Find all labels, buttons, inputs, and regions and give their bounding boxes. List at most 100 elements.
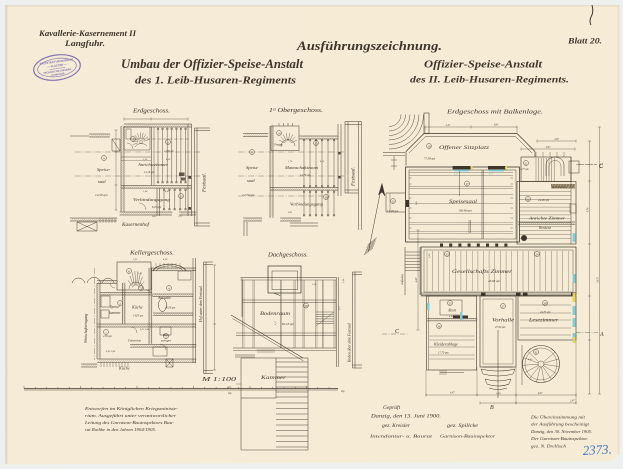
svg-text:mp: mp [341, 390, 345, 393]
svg-text:Küche: Küche [131, 305, 143, 310]
svg-text:16: 16 [325, 195, 329, 199]
svg-text:6: 6 [128, 269, 130, 273]
svg-text:16,50 qm: 16,50 qm [165, 307, 175, 310]
svg-text:Danzig, den 13. Juni 1900.: Danzig, den 13. Juni 1900. [370, 415, 441, 420]
svg-text:10: 10 [132, 137, 136, 141]
svg-text:13: 13 [180, 194, 184, 198]
svg-text:rium. Ausgeführt unter verant: rium. Ausgeführt unter verantwortlicher [85, 413, 176, 418]
svg-text:Boden über dem Festsaal: Boden über dem Festsaal [348, 323, 352, 362]
svg-text:4,05: 4,05 [528, 358, 533, 361]
svg-text:26: 26 [438, 324, 442, 328]
svg-text:2,27: 2,27 [178, 215, 183, 218]
svg-text:4,47: 4,47 [415, 277, 418, 282]
svg-text:Wirtschaftseingang: Wirtschaftseingang [84, 314, 88, 343]
svg-text:Erdgeschoss mit Balkenlage.: Erdgeschoss mit Balkenlage. [446, 109, 544, 116]
svg-text:Der Garnison-Bauinspektor.: Der Garnison-Bauinspektor. [530, 436, 588, 441]
svg-text:21: 21 [525, 161, 529, 165]
svg-text:Umbau der Offizier-Speise-Anst: Umbau der Offizier-Speise-Anstalt [121, 56, 303, 71]
svg-text:2,57: 2,57 [274, 320, 277, 325]
svg-text:Kasernenhof: Kasernenhof [121, 223, 150, 228]
svg-text:HANNOVER: HANNOVER [51, 72, 65, 77]
svg-text:Verbindungsgang: Verbindungsgang [290, 202, 323, 207]
svg-text:der Ausführung bescheinigt: der Ausführung bescheinigt [531, 422, 590, 427]
svg-text:kammer: kammer [109, 311, 121, 315]
svg-text:Garnison-Bauinspektor: Garnison-Bauinspektor [440, 434, 496, 439]
svg-text:31: 31 [535, 350, 539, 354]
svg-text:Entworfen im Königlichen Krieg: Entworfen im Königlichen Kriegsministe- [84, 406, 179, 411]
svg-text:Ausführungszeichnung.: Ausführungszeichnung. [296, 38, 442, 53]
svg-text:8: 8 [251, 150, 253, 154]
svg-text:22: 22 [527, 197, 531, 201]
svg-text:saal: saal [247, 178, 255, 183]
svg-text:Kredenz: Kredenz [538, 226, 551, 230]
svg-text:11: 11 [167, 140, 170, 144]
svg-text:1,05: 1,05 [133, 258, 138, 261]
svg-text:4,35: 4,35 [320, 160, 325, 163]
svg-text:Leitung des Garnison-Bauinspek: Leitung des Garnison-Bauinspektors Bau- [84, 420, 175, 425]
svg-text:Dachgeschoss.: Dachgeschoss. [267, 253, 308, 259]
svg-text:Die Übereinstimmung mit: Die Übereinstimmung mit [530, 415, 586, 420]
svg-text:2373.: 2373. [582, 441, 612, 457]
svg-text:19: 19 [428, 144, 432, 148]
svg-text:46,08 qm: 46,08 qm [488, 279, 501, 284]
svg-text:Speisenaufzug: Speisenaufzug [552, 186, 568, 189]
svg-text:Offizier-Speise-Anstalt: Offizier-Speise-Anstalt [424, 59, 543, 71]
svg-text:Kavallerie-Kasernement II: Kavallerie-Kasernement II [38, 29, 137, 38]
svg-text:Mannschaftsraum: Mannschaftsraum [284, 165, 318, 170]
svg-text:Langfuhr.: Langfuhr. [64, 39, 105, 48]
svg-text:2: 2 [119, 301, 121, 305]
svg-text:gez. N. Drellisch: gez. N. Drellisch [531, 443, 566, 448]
svg-text:Speisesaal: Speisesaal [449, 199, 478, 205]
svg-text:14,50 qm: 14,50 qm [164, 150, 174, 153]
svg-text:Offener Sitzplatz: Offener Sitzplatz [439, 144, 489, 151]
svg-text:4,50 qm: 4,50 qm [103, 335, 112, 338]
svg-text:Küche: Küche [118, 366, 130, 371]
svg-text:25: 25 [449, 301, 453, 305]
svg-text:82,16 qm: 82,16 qm [282, 322, 295, 327]
svg-text:— 41.057/58 —: — 41.057/58 — [47, 62, 67, 69]
svg-text:Blatt 20.: Blatt 20. [567, 37, 602, 46]
svg-text:C: C [599, 164, 604, 170]
svg-text:des II. Leib-Husaren-Regimen: des II. Leib-Husaren-Regiments. [410, 76, 569, 86]
svg-text:gez. Kreisler: gez. Kreisler [382, 424, 410, 429]
svg-text:9,41: 9,41 [494, 124, 499, 127]
svg-text:4: 4 [168, 286, 170, 290]
svg-text:mp: mp [228, 392, 232, 395]
svg-text:2,97: 2,97 [554, 138, 559, 141]
svg-text:A: A [599, 332, 604, 338]
svg-text:TECHNISCHE UNIVERS.: TECHNISCHE UNIVERS. [43, 68, 72, 75]
svg-text:1,05: 1,05 [138, 272, 143, 275]
svg-text:1,70: 1,70 [288, 160, 293, 163]
svg-text:zwinger: zwinger [160, 339, 172, 343]
svg-text:Danzig, den 30. November 1905.: Danzig, den 30. November 1905. [530, 429, 592, 435]
svg-text:27,90 qm: 27,90 qm [495, 326, 505, 329]
svg-text:5: 5 [165, 334, 167, 338]
svg-text:ARCHITEKTUR-MUSEUM: ARCHITEKTUR-MUSEUM [39, 57, 73, 66]
svg-text:4,00 qm: 4,00 qm [449, 315, 457, 318]
svg-text:24: 24 [536, 252, 540, 256]
svg-text:des 1. Leib-Husaren-Regiments: des 1. Leib-Husaren-Regiments [135, 76, 296, 87]
svg-text:8,76: 8,76 [587, 207, 590, 212]
svg-text:17,70 qm: 17,70 qm [438, 352, 448, 355]
svg-text:Lesezimmer: Lesezimmer [528, 319, 558, 324]
svg-text:2,47: 2,47 [446, 124, 451, 127]
svg-text:1,90: 1,90 [312, 283, 317, 286]
svg-text:Speise-: Speise- [97, 167, 111, 172]
svg-text:Anrichte: Anrichte [157, 296, 171, 300]
svg-text:Kleiderablage: Kleiderablage [433, 342, 458, 347]
svg-text:M 1:100: M 1:100 [200, 377, 236, 383]
svg-text:14: 14 [278, 131, 282, 135]
svg-text:Treppe: Treppe [274, 143, 283, 147]
svg-text:B: B [490, 405, 494, 411]
svg-text:10,: 10, [228, 386, 232, 389]
svg-text:0,31 2,04: 0,31 2,04 [140, 328, 150, 331]
svg-text:2,97: 2,97 [546, 146, 551, 149]
svg-text:27: 27 [502, 304, 506, 308]
svg-text:4,17: 4,17 [489, 172, 494, 175]
svg-text:28: 28 [544, 301, 548, 305]
svg-text:4,50: 4,50 [163, 258, 168, 261]
svg-text:Kellergeschoss.: Kellergeschoss. [129, 251, 174, 257]
svg-text:gez. Spillcke: gez. Spillcke [447, 424, 479, 429]
svg-text:0,81: 0,81 [288, 211, 292, 214]
svg-text:Kammer: Kammer [260, 376, 287, 381]
